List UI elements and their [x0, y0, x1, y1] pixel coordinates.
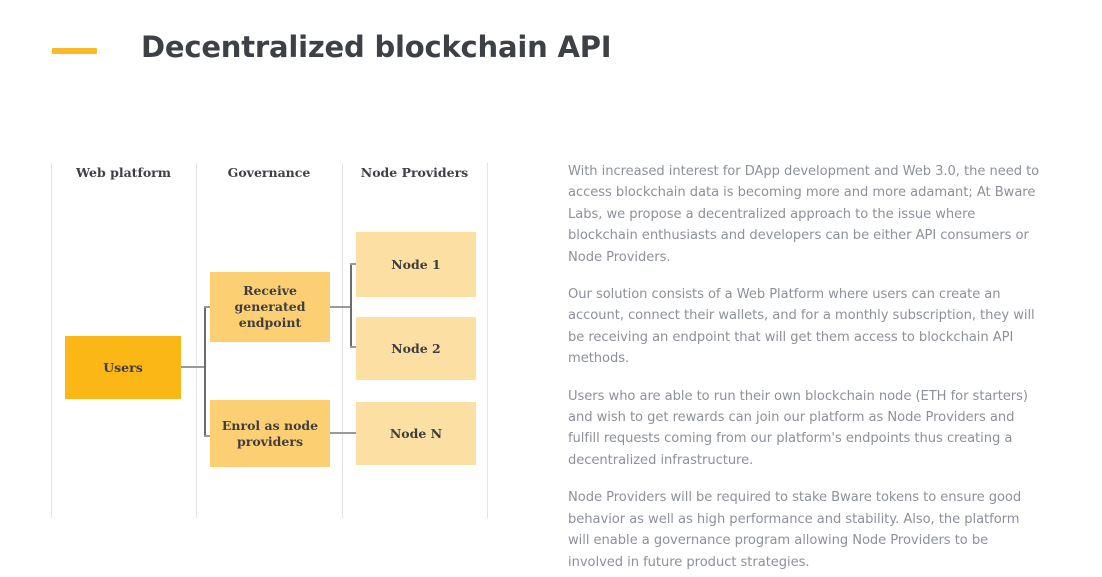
column-header-web-platform: Web platform: [76, 165, 171, 180]
connector-bracket-to-node-1: [350, 263, 358, 265]
description-paragraph-3: Users who are able to run their own bloc…: [568, 388, 1028, 468]
diagram-box-enrol-as-node-providers[interactable]: Enrol as node providers: [210, 400, 330, 467]
diagram-box-node-1[interactable]: Node 1: [356, 232, 476, 297]
description-paragraph-1: With increased interest for DApp develop…: [568, 164, 1040, 265]
diagram-box-receive-generated-endpoint[interactable]: Receive generated endpoint: [210, 272, 330, 342]
page-header: Decentralized blockchain API: [0, 0, 1102, 110]
connector-bracket-to-receive-endpoint: [204, 306, 212, 308]
connector-bracket-to-enrol-providers: [204, 435, 212, 437]
architecture-diagram: Web platform Governance Node Providers U…: [0, 0, 540, 577]
diagram-box-node-n[interactable]: Node N: [356, 402, 476, 465]
column-header-node-providers: Node Providers: [360, 165, 469, 180]
column-divider-right: [487, 163, 488, 518]
column-header-governance: Governance: [227, 165, 311, 180]
diagram-box-node-2[interactable]: Node 2: [356, 317, 476, 380]
column-divider-governance-nodes: [342, 163, 343, 518]
connector-bracket-to-node-2: [350, 346, 358, 348]
connector-nodes-bracket: [350, 263, 352, 348]
connector-enrol-providers-to-node-n: [330, 432, 358, 434]
description-paragraph-2: Our solution consists of a Web Platform …: [568, 287, 1035, 367]
page-title: Decentralized blockchain API: [141, 30, 612, 64]
column-divider-left: [51, 163, 52, 518]
connector-governance-bracket: [204, 306, 206, 437]
column-divider-web-governance: [196, 163, 197, 518]
connector-receive-endpoint-to-nodes: [330, 306, 352, 308]
description-paragraph-4: Node Providers will be required to stake…: [568, 490, 1022, 570]
title-accent-dash-icon: [52, 48, 97, 54]
diagram-box-users[interactable]: Users: [65, 336, 181, 399]
description-text-column: With increased interest for DApp develop…: [568, 161, 1040, 573]
connector-users-to-governance: [181, 366, 205, 368]
